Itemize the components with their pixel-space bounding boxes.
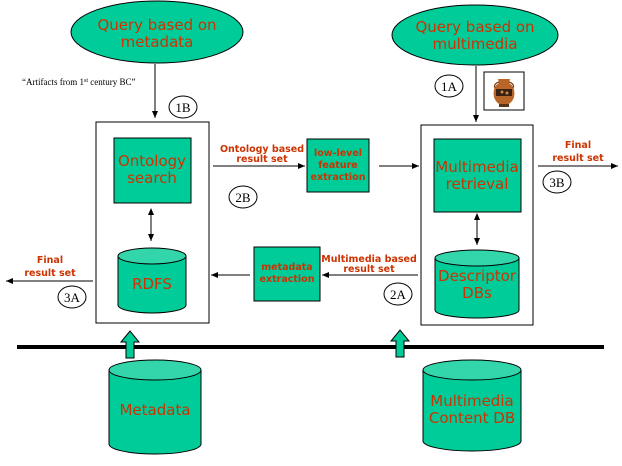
ontology-search-line2: search: [127, 169, 177, 187]
svg-text:1B: 1B: [175, 100, 191, 115]
svg-text:3A: 3A: [64, 290, 81, 305]
multimedia-content-db-cylinder: Multimedia Content DB: [422, 359, 522, 452]
multimedia-result-label-2: result set: [343, 264, 395, 275]
svg-text:metadata: metadata: [261, 262, 312, 273]
system-bus-line: [17, 345, 604, 349]
svg-text:2B: 2B: [235, 190, 251, 205]
query-metadata-line1: Query based on: [97, 16, 216, 34]
metadata-db-label: Metadata: [119, 401, 190, 419]
query-metadata-line2: metadata: [121, 33, 194, 51]
step-2A: 2A: [383, 282, 413, 306]
rdfs-label: RDFS: [132, 275, 172, 293]
step-3B: 3B: [542, 170, 572, 194]
step-2B: 2B: [228, 185, 258, 209]
step-1A: 1A: [434, 74, 464, 98]
metadata-db-cylinder: Metadata: [108, 359, 202, 455]
ontology-result-label-1: Ontology based: [220, 144, 304, 155]
query-example-text: “Artifacts from 1st century BC”: [22, 77, 136, 87]
multimedia-retrieval-node: Multimedia retrieval: [433, 138, 522, 213]
query-metadata-node: Query based on metadata: [70, 0, 244, 64]
final-right-label-2: result set: [552, 153, 604, 164]
svg-text:1A: 1A: [441, 79, 458, 94]
multimedia-result-label-1: Multimedia based: [321, 254, 417, 265]
metadata-extraction-node: metadata extraction: [253, 246, 321, 302]
final-left-label-1: Final: [37, 255, 63, 266]
ontology-result-label-2: result set: [236, 154, 288, 165]
rdfs-cylinder: RDFS: [117, 247, 187, 314]
step-1B: 1B: [168, 95, 198, 119]
svg-text:feature: feature: [318, 160, 357, 171]
arrow-multimedia-up: [389, 329, 411, 358]
final-left-label-2: result set: [24, 268, 76, 279]
svg-text:low-level: low-level: [314, 148, 362, 159]
svg-text:2A: 2A: [390, 287, 407, 302]
ontology-search-node: Ontology search: [113, 137, 192, 204]
query-multimedia-line1: Query based on: [415, 18, 534, 36]
svg-text:extraction: extraction: [260, 274, 315, 285]
low-level-feature-extraction-node: low-level feature extraction: [306, 138, 370, 193]
svg-text:3B: 3B: [549, 175, 565, 190]
descriptor-dbs-line2: DBs: [462, 284, 492, 302]
query-multimedia-node: Query based on multimedia: [391, 4, 559, 66]
multimedia-retrieval-line1: Multimedia: [435, 158, 518, 176]
final-right-label-1: Final: [565, 140, 591, 151]
multimedia-retrieval-line2: retrieval: [446, 175, 509, 193]
descriptor-dbs-cylinder: Descriptor DBs: [434, 249, 520, 319]
multimedia-content-db-line2: Content DB: [429, 409, 515, 427]
ontology-search-line1: Ontology: [118, 152, 186, 170]
descriptor-dbs-line1: Descriptor: [438, 267, 517, 285]
amphora-vase-icon: [483, 71, 525, 111]
query-multimedia-line2: multimedia: [432, 35, 517, 53]
multimedia-content-db-line1: Multimedia: [430, 392, 513, 410]
step-3A: 3A: [57, 285, 87, 309]
arrow-metadata-up: [119, 330, 141, 359]
svg-text:extraction: extraction: [311, 172, 366, 183]
